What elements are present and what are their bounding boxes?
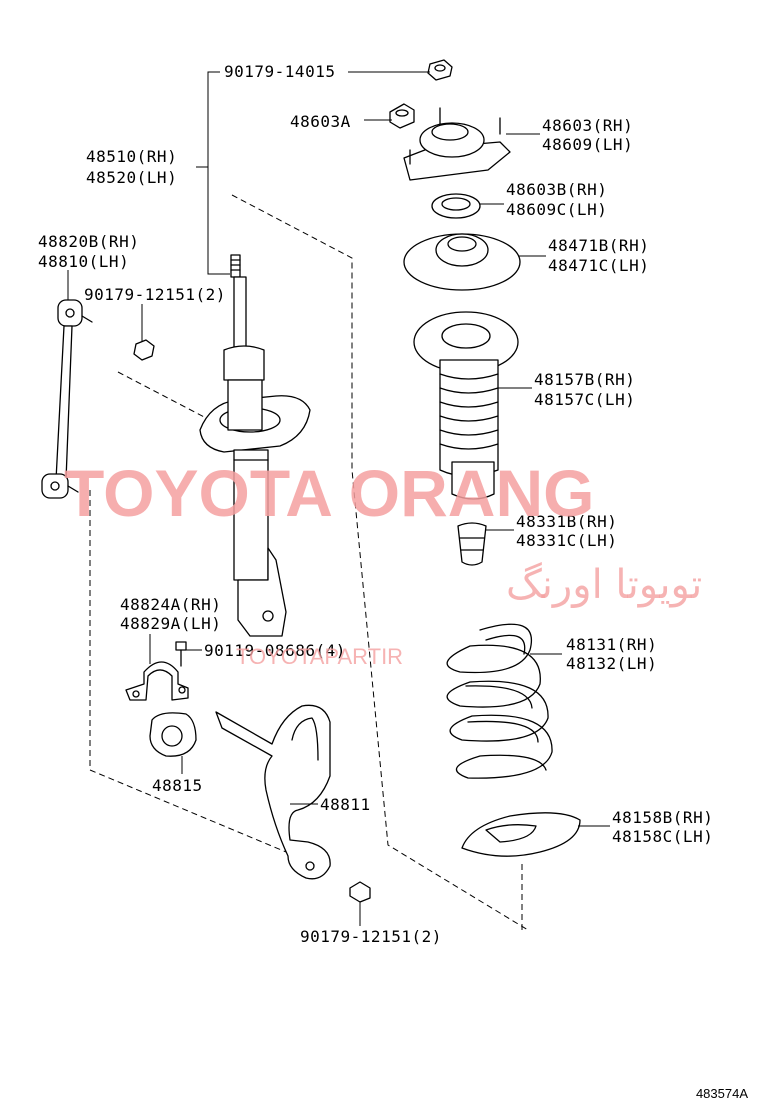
assembly-dashed-outline [89,194,529,931]
label-48829a-lh: 48829A(LH) [120,614,221,633]
label-48157c-lh: 48157C(LH) [534,390,635,409]
label-48603a: 48603A [290,112,351,131]
top-nut-90179-14015 [427,59,453,81]
nut-90179-12151-lower [349,881,371,903]
label-48471c-lh: 48471C(LH) [548,256,649,275]
lower-insulator-48158b [461,812,581,857]
label-48331b-rh: 48331B(RH) [516,512,617,531]
label-48331c-lh: 48331C(LH) [516,531,617,550]
diagram-code: 483574A [696,1086,748,1101]
label-48811: 48811 [320,795,371,814]
label-48132-lh: 48132(LH) [566,654,657,673]
label-48158b-rh: 48158B(RH) [612,808,713,827]
bracket-48824a [125,661,189,701]
label-48815: 48815 [152,776,203,795]
label-48824a-rh: 48824A(RH) [120,595,221,614]
label-90179-12151-lower: 90179-12151(2) [300,927,442,946]
label-48520-lh: 48520(LH) [86,168,177,187]
upper-support-48603 [403,107,511,181]
stabilizer-link-48820b [41,299,93,499]
label-48609c-lh: 48609C(LH) [506,200,607,219]
coil-spring-48131 [446,623,553,779]
watermark-arabic-text: تویوتا اورنگ [506,562,702,608]
leader-lines [67,71,610,926]
label-48158c-lh: 48158C(LH) [612,827,713,846]
nut-48603a [389,103,415,129]
bump-stopper-48331b [457,522,487,566]
watermark-small-text: TOYOTAPARTIR [236,644,403,669]
label-90179-12151-upper: 90179-12151(2) [84,285,226,304]
bolt-90119-08686 [175,641,187,667]
label-90179-14015: 90179-14015 [224,62,335,81]
label-48820b-rh: 48820B(RH) [38,232,139,251]
label-90119-08686: 90119-08686(4) [204,641,346,660]
nut-90179-12151-upper [133,339,155,361]
label-48609-lh: 48609(LH) [542,135,633,154]
stabilizer-bar-48811 [215,704,331,880]
label-48603b-rh: 48603B(RH) [506,180,607,199]
part-labels: 90179-14015 48603A 48603(RH) 48609(LH) 4… [38,62,713,946]
bushing-48815 [149,712,197,757]
label-48131-rh: 48131(RH) [566,635,657,654]
label-48157b-rh: 48157B(RH) [534,370,635,389]
label-48510-rh: 48510(RH) [86,147,177,166]
bearing-48603b [431,193,481,219]
shock-absorber-48510 [199,254,311,637]
dust-boot-48157b [413,311,519,500]
watermark-main-text: TOYOTA ORANG [64,456,594,530]
upper-spring-seat-48471b [403,233,521,291]
watermark: TOYOTA ORANG تویوتا اورنگ TOYOTAPARTIR [64,456,702,669]
label-48471b-rh: 48471B(RH) [548,236,649,255]
label-48603-rh: 48603(RH) [542,116,633,135]
label-48810-lh: 48810(LH) [38,252,129,271]
